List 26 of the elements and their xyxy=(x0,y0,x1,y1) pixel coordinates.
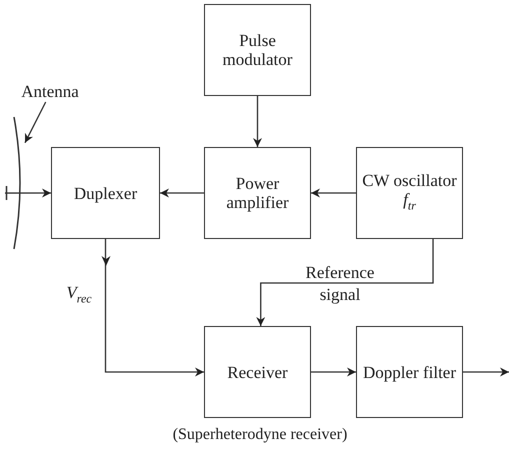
block-box xyxy=(356,147,463,239)
edge-label: Reference signal xyxy=(304,262,376,306)
block-label: CW oscillator xyxy=(362,170,457,190)
antenna-label: Antenna xyxy=(21,82,79,100)
block-box xyxy=(204,147,311,239)
arrow xyxy=(311,368,356,376)
block-box xyxy=(204,4,311,96)
arrow xyxy=(160,188,204,198)
block-label: Duplexer xyxy=(74,184,138,202)
caption: (Superheterodyne receiver) xyxy=(172,426,348,444)
arrow xyxy=(102,239,204,376)
edge-label: V$_{rec}$ xyxy=(65,282,93,308)
block-box xyxy=(356,326,463,418)
arrow xyxy=(256,239,434,326)
arrow xyxy=(311,188,356,198)
arrow xyxy=(253,96,262,147)
block-box xyxy=(51,147,160,239)
leader-line xyxy=(24,102,46,144)
arrow xyxy=(463,368,509,376)
block-label: Receiver xyxy=(227,362,288,382)
block-label: f$_{tr}$ xyxy=(403,190,416,214)
block-box xyxy=(204,326,311,418)
block-label: Pulse modulator xyxy=(222,31,294,69)
arrow xyxy=(5,188,51,198)
block-label: Doppler filter xyxy=(363,362,456,382)
block-label: Power amplifier xyxy=(225,174,290,212)
